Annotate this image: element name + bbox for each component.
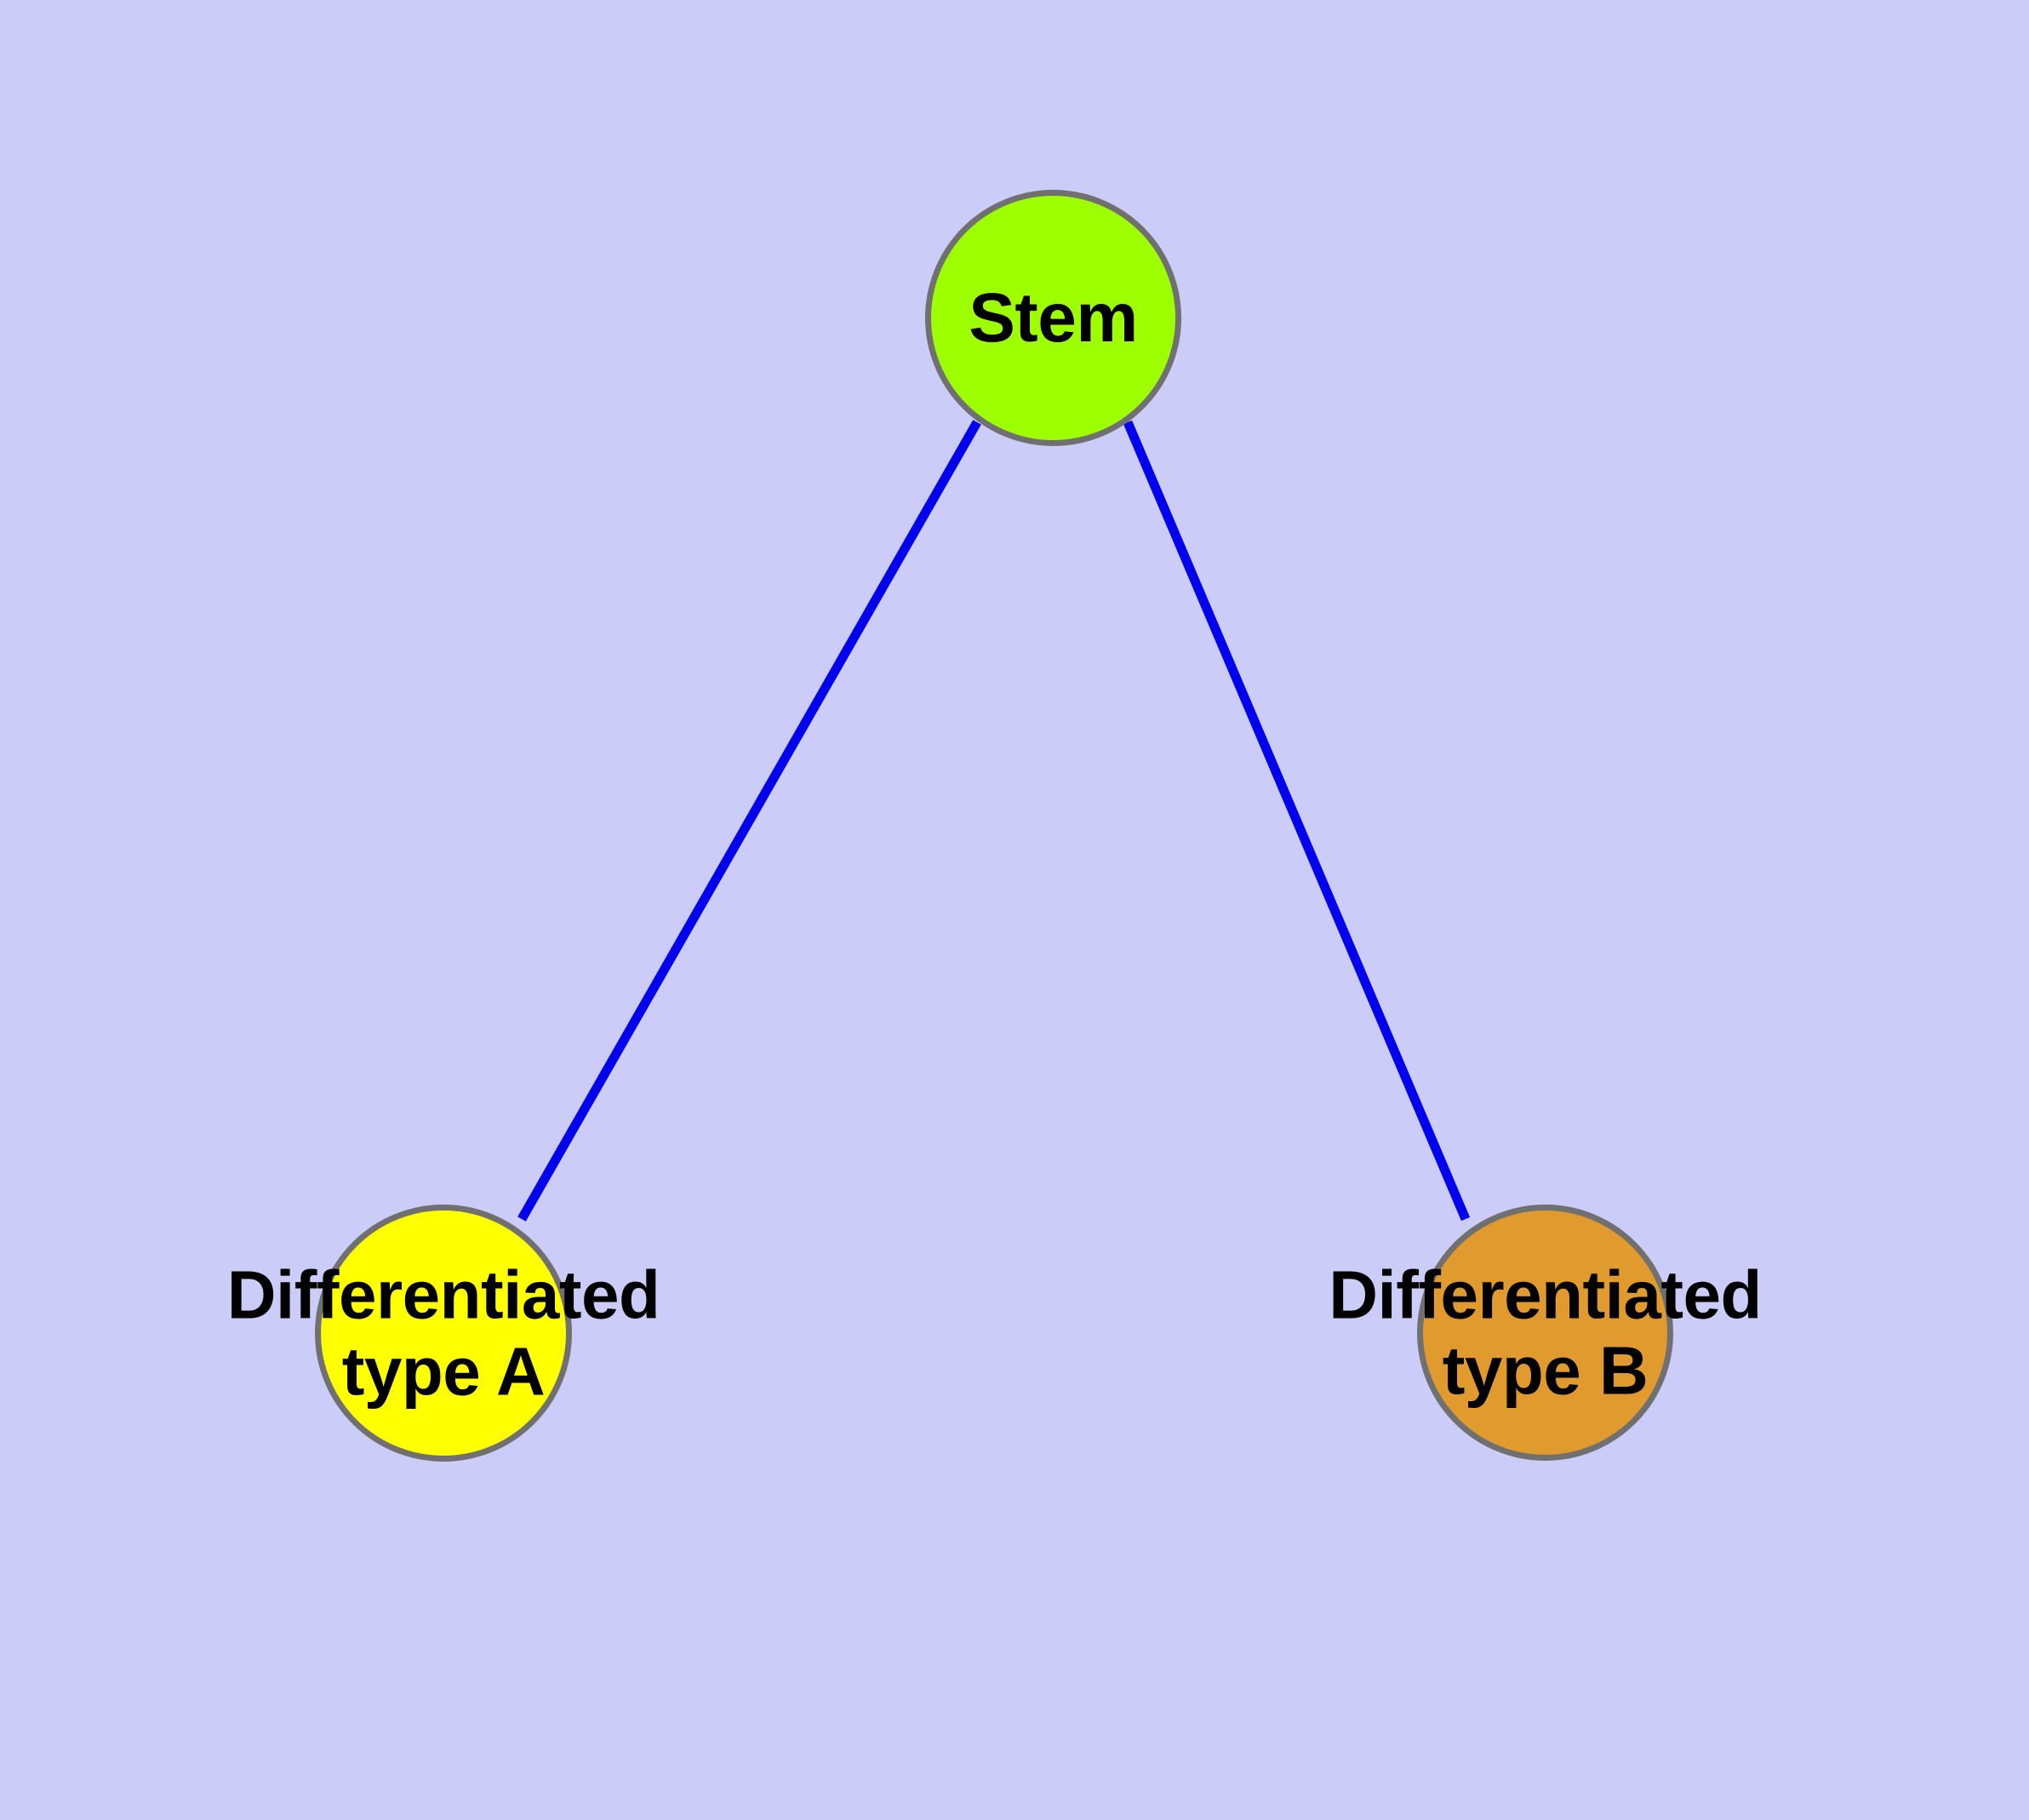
node-differentiated-type-a[interactable]: Differentiated type A xyxy=(227,1205,660,1462)
node-stem[interactable]: Stem xyxy=(925,190,1181,446)
edge-stem-to-differentiated-type-a xyxy=(517,420,981,1222)
edge-stem-to-differentiated-type-b xyxy=(1123,420,1471,1222)
node-differentiated-type-b[interactable]: Differentiated type B xyxy=(1329,1205,1762,1461)
node-stem-circle[interactable] xyxy=(925,190,1181,446)
node-differentiated-type-a-circle[interactable] xyxy=(315,1205,572,1462)
node-differentiated-type-b-circle[interactable] xyxy=(1417,1205,1673,1461)
